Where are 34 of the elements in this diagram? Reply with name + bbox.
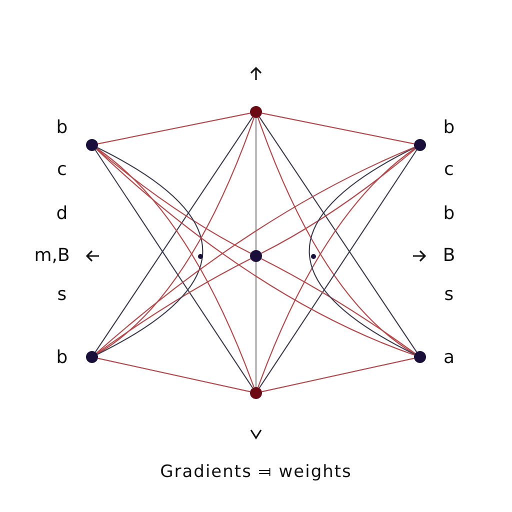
- node-dot: [414, 139, 426, 151]
- connector-line: [255, 262, 257, 387]
- side-label: b: [443, 118, 455, 138]
- connector-line: [97, 147, 203, 355]
- connector-line: [262, 358, 414, 392]
- side-label: b: [56, 348, 68, 368]
- connector-line: [261, 258, 416, 354]
- node-dot: [250, 387, 262, 399]
- side-label: c: [444, 160, 454, 180]
- connector-line: [96, 258, 251, 354]
- caption: Gradients ⫤ weights: [160, 462, 352, 482]
- node-dot: [250, 250, 262, 262]
- side-label: m,B: [34, 246, 70, 266]
- node-dot: [250, 106, 262, 118]
- side-label: s: [444, 285, 454, 305]
- side-label: d: [56, 204, 68, 224]
- side-label: a: [443, 348, 455, 368]
- side-label: B: [442, 246, 456, 266]
- node-dot: [86, 351, 98, 363]
- node-dot: [86, 139, 98, 151]
- junction-dot: [310, 254, 316, 258]
- connector-line: [96, 148, 251, 254]
- connector-line: [98, 112, 250, 144]
- connector-line: [309, 147, 415, 355]
- side-label: c: [57, 160, 67, 180]
- connector-line: [262, 112, 414, 144]
- side-label: b: [443, 204, 455, 224]
- junction-dot: [198, 254, 202, 258]
- side-label: b: [56, 118, 68, 138]
- connector-line: [98, 358, 250, 392]
- connector-line: [261, 148, 416, 254]
- connector-line: [255, 118, 257, 250]
- side-label: s: [57, 285, 67, 305]
- node-dot: [414, 351, 426, 363]
